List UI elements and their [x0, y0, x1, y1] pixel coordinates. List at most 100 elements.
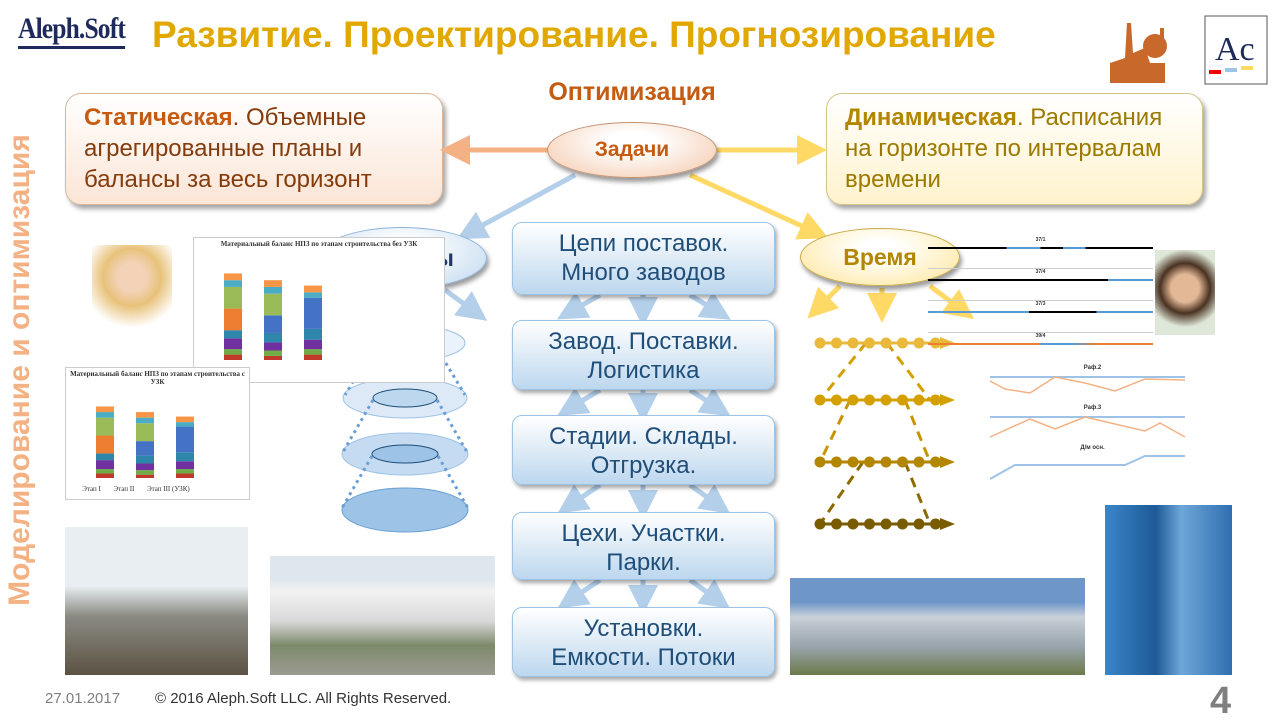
time-bead [831, 394, 842, 406]
time-axis-arrowhead [940, 394, 955, 406]
time-bead [831, 518, 842, 530]
bar-segment [304, 285, 322, 293]
level-supply-chains: Цепи поставок.Много заводов [512, 222, 775, 295]
bar-segment [176, 452, 194, 462]
balance-chart-without-uzk: Материальный баланс НПЗ по этапам строит… [193, 237, 445, 383]
time-bead [897, 518, 908, 530]
time-bead [814, 456, 826, 468]
time-bead [847, 394, 859, 406]
level-workshops: Цехи. Участки.Парки. [512, 512, 775, 580]
chart-title: 39/4 [1035, 333, 1046, 339]
time-bead [814, 518, 826, 530]
time-bead [847, 518, 859, 530]
stacked-bars [96, 406, 194, 478]
woman-photo [92, 245, 172, 337]
bar-segment [304, 292, 322, 298]
bar-segment [176, 416, 194, 423]
refinery-photo [65, 527, 248, 675]
time-bead [897, 337, 908, 349]
x-tick: Этап II [113, 485, 135, 493]
time-bead [930, 394, 941, 406]
time-interval-beads [814, 337, 955, 530]
bar-segment [264, 286, 282, 294]
bar-segment [224, 354, 242, 360]
optimization-heading: Оптимизация [548, 78, 716, 106]
svg-text:Ac: Ac [1215, 31, 1255, 68]
time-bead [930, 456, 941, 468]
bar-segment [136, 474, 154, 478]
chart-title: 37/1 [1035, 237, 1046, 243]
chart-title: Раф.3 [1083, 405, 1102, 411]
x-tick: Этап I [82, 485, 101, 493]
bar-segment [136, 417, 154, 424]
schedule-charts: 37/1 37/4 37/3 39/4 [928, 237, 1153, 365]
chart-title: Материальный баланс НПЗ по этапам строит… [70, 370, 245, 386]
time-bead [864, 456, 875, 468]
tasks-ellipse: Задачи [547, 122, 717, 178]
industry-logo-icon: Ac [1110, 15, 1268, 85]
bar-segment [264, 280, 282, 287]
bar-segment [96, 453, 114, 461]
copyright: © 2016 Aleph.Soft LLC. All Rights Reserv… [155, 690, 452, 707]
level-line: Парки. [606, 549, 681, 576]
chart-title: Раф.2 [1083, 365, 1102, 371]
bar-segment [224, 330, 242, 339]
time-bead [831, 337, 842, 349]
spheres-photo [790, 578, 1085, 675]
level-line: Много заводов [561, 259, 726, 286]
bar-segment [96, 406, 114, 413]
level-line: Логистика [587, 357, 700, 384]
level-line: Установки. [583, 615, 704, 642]
line-chart [989, 376, 1186, 394]
bar-segment [304, 354, 322, 360]
bar-segment [304, 349, 322, 355]
level-line: Завод. Поставки. [548, 328, 739, 355]
chart-title: 37/3 [1035, 301, 1046, 307]
time-bead [913, 518, 925, 530]
static-label: Статическая [84, 104, 233, 131]
bar-segment [136, 455, 154, 464]
bar-segment [224, 273, 242, 281]
time-bead [913, 394, 925, 406]
level-units: Установки.Емкости. Потоки [512, 607, 775, 677]
tanks-photo [270, 556, 495, 675]
time-bead [814, 394, 826, 406]
balance-chart-with-uzk: Материальный баланс НПЗ по этапам строит… [65, 367, 250, 500]
man-photo [1155, 250, 1215, 335]
time-bead [930, 518, 941, 530]
x-tick: Этап III (УЗК) [146, 485, 190, 493]
time-bead [864, 337, 875, 349]
flow-line-charts: Раф.2 Раф.3 Д/м осн. [985, 365, 1200, 505]
page-number: 4 [1210, 680, 1232, 722]
time-axis-arrowhead [940, 456, 955, 468]
line-chart [989, 455, 1185, 480]
dynamic-label: Динамическая [845, 104, 1017, 131]
static-text: . Объемные агрегированные планы и баланс… [84, 104, 372, 193]
side-label: Моделирование и оптимизация [3, 134, 36, 606]
bar-segment [304, 328, 322, 340]
line-chart [989, 416, 1186, 438]
time-bead [913, 456, 925, 468]
bar-segment [136, 441, 154, 456]
bar-segment [224, 286, 242, 309]
bar-segment [264, 342, 282, 351]
bar-segment [224, 349, 242, 355]
bar-segment [176, 422, 194, 427]
column-photo [1105, 505, 1232, 675]
level-plant: Завод. Поставки.Логистика [512, 320, 775, 390]
level-line: Цепи поставок. [558, 230, 729, 257]
time-bead [880, 456, 892, 468]
bar-segment [264, 315, 282, 333]
chart-title: Д/м осн. [1080, 445, 1105, 451]
bar-segment [224, 308, 242, 331]
bar-segment [224, 338, 242, 350]
time-bead [897, 394, 908, 406]
time-bead [847, 456, 859, 468]
bar-segment [136, 470, 154, 475]
level-line: Отгрузка. [590, 452, 697, 479]
time-bead [864, 394, 875, 406]
bar-segment [264, 332, 282, 343]
time-bead [913, 337, 925, 349]
level-line: Цехи. Участки. [561, 520, 726, 547]
stacked-bars [224, 273, 322, 360]
